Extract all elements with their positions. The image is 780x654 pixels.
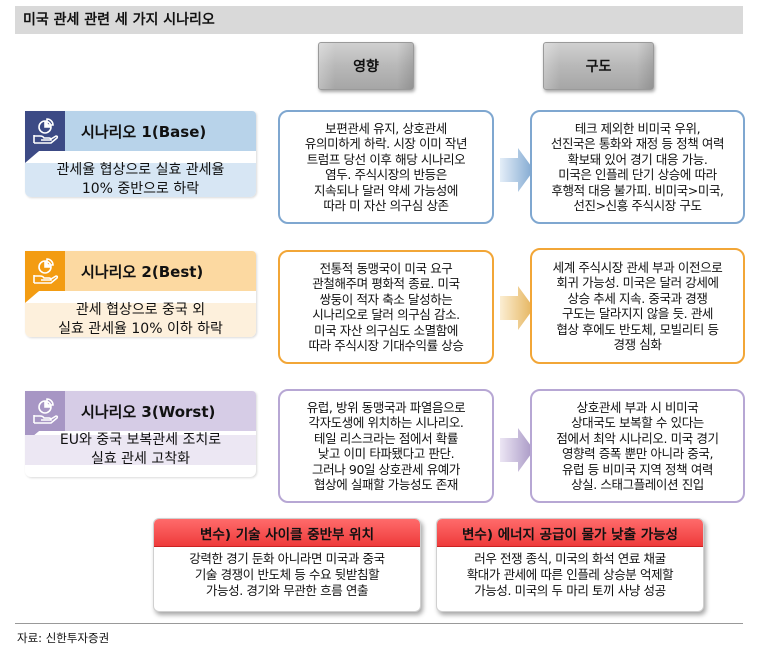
variable-body: 러우 전쟁 종식, 미국의 화석 연료 채굴 확대가 관세에 따른 인플레 상승… <box>437 547 703 603</box>
text-line: 러우 전쟁 종식, 미국의 화석 연료 채굴 <box>474 551 666 566</box>
hand-pie-chart-icon <box>33 398 59 424</box>
text-line: 가능성. 미국의 두 마리 토끼 사냥 성공 <box>474 583 666 598</box>
scenario-description: 관세 협상으로 중국 외 실효 관세율 10% 이하 하락 <box>25 302 256 337</box>
text-line: 미국은 인플레 단기 상승에 따라 <box>558 167 717 182</box>
text-line: 영향력 증폭 뿐만 아니라 중국, <box>561 446 714 461</box>
text-line: 상실. 스태그플레이션 진입 <box>571 477 704 492</box>
structure-box-worst: 상호관세 부과 시 비미국 상대국도 보복할 수 있다는 점에서 최악 시나리오… <box>530 389 745 503</box>
scenario-card-best: 시나리오 2(Best) 관세 협상으로 중국 외 실효 관세율 10% 이하 … <box>25 251 256 337</box>
text-line: 가능성. 경기와 무관한 흐름 연출 <box>205 583 369 598</box>
text-line: 협상 후에도 반도체, 모빌리티 등 <box>556 321 719 337</box>
scenario-description: EU와 중국 보복관세 조치로 실효 관세 고착화 <box>25 432 256 467</box>
text-line: 유의미하게 하락. 시장 이미 작년 <box>304 136 468 151</box>
text-line: 점에서 최악 시나리오. 미국 경기 <box>556 430 719 446</box>
text-line: 따라 주식시장 기대수익률 상승 <box>308 338 464 353</box>
text-line: 보편관세 유지, 상호관세 <box>325 120 447 136</box>
text-line: 경쟁 심화 <box>613 337 662 352</box>
description-line: 관세 협상으로 중국 외 <box>75 302 206 318</box>
text-line: 테일 리스크라는 점에서 확률 <box>314 430 458 446</box>
corner-triangle <box>25 291 39 303</box>
text-line: 쌍둥이 적자 축소 달성하는 <box>319 291 453 307</box>
variable-title: 변수) 에너지 공급이 물가 낮출 가능성 <box>437 519 703 547</box>
right-arrow-icon <box>500 286 534 330</box>
scenario-icon-box <box>25 111 65 161</box>
text-line: 상호관세 부과 시 비미국 <box>576 399 699 415</box>
text-line: 기술 경쟁이 반도체 등 수요 뒷받침할 <box>194 567 380 582</box>
variable-card-tech-cycle: 변수) 기술 사이클 중반부 위치 강력한 경기 둔화 아니라면 미국과 중국 … <box>153 518 421 612</box>
text-line: 유럽, 방위 동맹국과 파열음으로 <box>306 399 466 415</box>
text-line: 구도는 달라지지 않을 듯. 관세 <box>561 306 714 321</box>
text-line: 협상에 실패할 가능성도 존재 <box>314 477 458 492</box>
text-line: 따라 미 자산 의구심 상존 <box>323 198 449 213</box>
variable-title: 변수) 기술 사이클 중반부 위치 <box>154 519 420 547</box>
text-line: 세계 주식시장 관세 부과 이전으로 <box>552 259 723 275</box>
text-line: 염두. 주식시장의 반등은 <box>325 167 447 182</box>
description-line: 실효 관세율 10% 이하 하락 <box>58 321 223 337</box>
source-note: 자료: 신한투자증권 <box>17 631 110 645</box>
text-line: 지속되나 달러 약세 가능성에 <box>314 182 458 198</box>
impact-box-best: 전통적 동맹국이 미국 요구 관철해주며 평화적 종료. 미국 쌍둥이 적자 축… <box>278 250 494 364</box>
title-bar-bg <box>15 6 743 34</box>
scenario-title: 시나리오 2(Best) <box>65 251 256 291</box>
hand-pie-chart-icon <box>33 118 59 144</box>
text-line: 후행적 대응 불가피. 비미국>미국, <box>551 182 724 198</box>
text-line: 유럽 등 비미국 지역 정책 여력 <box>561 461 714 477</box>
text-line: 테크 제외한 비미국 우위, <box>574 120 701 136</box>
text-line: 상승 추세 지속. 중국과 경쟁 <box>567 290 708 306</box>
scenario-title: 시나리오 3(Worst) <box>65 391 256 431</box>
scenario-icon-box <box>25 251 65 301</box>
scenario-description: 관세율 협상으로 실효 관세율 10% 중반으로 하락 <box>25 162 256 197</box>
text-line: 확대가 관세에 따른 인플레 상승분 억제할 <box>466 567 674 582</box>
corner-triangle <box>25 151 39 163</box>
footer-divider <box>15 623 743 624</box>
impact-box-worst: 유럽, 방위 동맹국과 파열음으로 각자도생에 위치하는 시나리오. 테일 리스… <box>278 389 494 503</box>
text-line: 시나리오로 달러 의구심 감소. <box>312 307 460 322</box>
text-line: 확보돼 있어 경기 대응 가능. <box>567 151 708 167</box>
text-line: 각자도생에 위치하는 시나리오. <box>308 415 464 430</box>
right-arrow-icon <box>500 148 534 192</box>
column-header-structure: 구도 <box>543 42 654 90</box>
page-title: 미국 관세 관련 세 가지 시나리오 <box>23 12 215 28</box>
column-header-structure-label: 구도 <box>585 59 612 75</box>
text-line: 회귀 가능성. 미국은 달러 강세에 <box>556 275 719 290</box>
description-line: 관세율 협상으로 실효 관세율 <box>56 162 225 178</box>
variable-card-energy: 변수) 에너지 공급이 물가 낮출 가능성 러우 전쟁 종식, 미국의 화석 연… <box>436 518 704 612</box>
description-line: 실효 관세 고착화 <box>90 451 191 467</box>
text-line: 강력한 경기 둔화 아니라면 미국과 중국 <box>189 551 385 566</box>
impact-box-base: 보편관세 유지, 상호관세 유의미하게 하락. 시장 이미 작년 트럼프 당선 … <box>278 110 494 224</box>
scenario-card-base: 시나리오 1(Base) 관세율 협상으로 실효 관세율 10% 중반으로 하락 <box>25 111 256 197</box>
description-line: EU와 중국 보복관세 조치로 <box>59 432 222 448</box>
text-line: 관철해주며 평화적 종료. 미국 <box>312 276 460 291</box>
right-arrow-icon <box>500 428 534 472</box>
text-line: 상대국도 보복할 수 있다는 <box>571 415 704 430</box>
hand-pie-chart-icon <box>33 258 59 284</box>
text-line: 선진국은 통화와 재정 등 정책 여력 <box>550 136 725 151</box>
description-line: 10% 중반으로 하락 <box>81 181 200 197</box>
text-line: 전통적 동맹국이 미국 요구 <box>319 260 453 276</box>
text-line: 낮고 이미 타파됐다고 판단. <box>317 446 455 461</box>
text-line: 선진>신흥 주식시장 구도 <box>573 198 702 213</box>
scenario-title: 시나리오 1(Base) <box>65 111 256 151</box>
column-header-impact: 영향 <box>318 42 414 90</box>
column-header-impact-label: 영향 <box>353 59 379 75</box>
text-line: 트럼프 당선 이후 해당 시나리오 <box>306 151 466 167</box>
scenario-icon-box <box>25 391 65 441</box>
variable-body: 강력한 경기 둔화 아니라면 미국과 중국 기술 경쟁이 반도체 등 수요 뒷받… <box>154 547 420 603</box>
text-line: 그러나 90일 상호관세 유예가 <box>312 461 460 477</box>
structure-box-best: 세계 주식시장 관세 부과 이전으로 회귀 가능성. 미국은 달러 강세에 상승… <box>530 248 745 364</box>
structure-box-base: 테크 제외한 비미국 우위, 선진국은 통화와 재정 등 정책 여력 확보돼 있… <box>530 110 745 224</box>
scenario-card-worst: 시나리오 3(Worst) EU와 중국 보복관세 조치로 실효 관세 고착화 <box>25 391 256 477</box>
text-line: 미국 자산 의구심도 소멸함에 <box>314 322 458 338</box>
